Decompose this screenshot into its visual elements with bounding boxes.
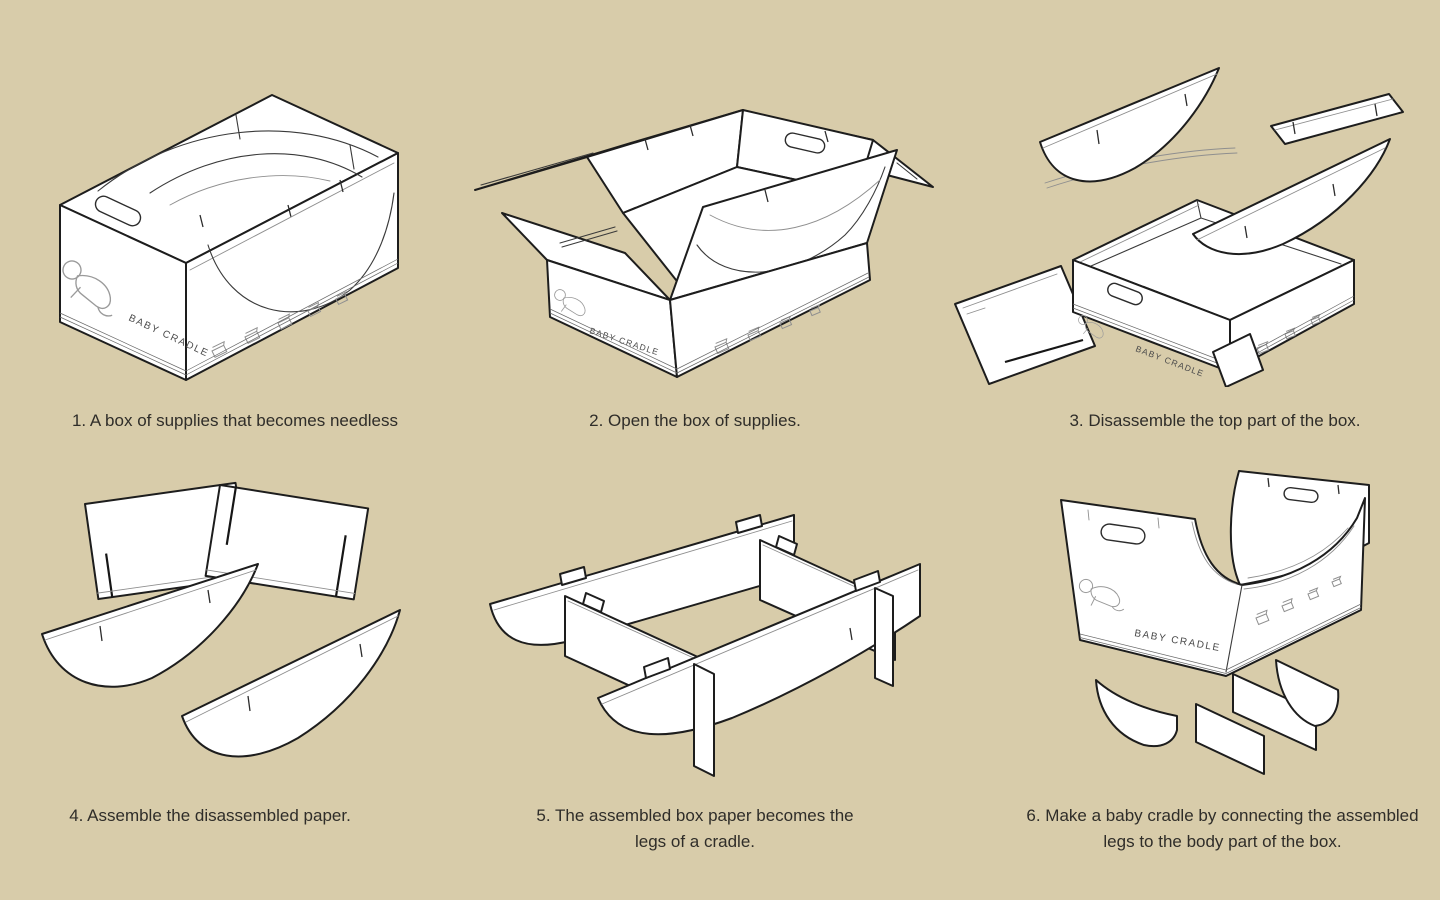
step1-illustration: BABY CRADLE [59,94,399,381]
caption-step-1: 1. A box of supplies that becomes needle… [71,411,399,430]
front-right-wall [669,242,871,378]
rocker-panel-c [41,563,259,688]
closed-box: BABY CRADLE [59,94,399,381]
baby-illustration [1078,315,1104,339]
assembly-icons [1256,313,1321,355]
handle-cutout [1283,486,1319,504]
corrugated-edge [1072,295,1355,369]
handle-cutout [94,195,142,227]
assembly-icons [211,290,349,358]
caption-step-5: 5. The assembled box paper becomes the l… [536,806,854,851]
cradle-body: BABY CRADLE [1060,497,1366,677]
baby-illustration [62,260,113,317]
back-rocker [489,514,795,646]
caption-step-4: 4. Assemble the disassembled paper. [69,806,351,825]
flap-die-cut-lines [696,166,886,273]
flat-panel-right [1270,93,1404,145]
caption-step-3: 3. Disassemble the top part of the box. [1069,411,1361,430]
caption-step-6: 6. Make a baby cradle by connecting the … [1026,806,1419,851]
caption-step-2: 2. Open the box of supplies. [589,411,801,430]
step2-illustration: BABY CRADLE [474,109,934,378]
corrugated-edge [59,258,399,376]
baby-illustration [554,289,586,317]
step6-illustration: BABY CRADLE [1060,470,1370,775]
handle-cutout [1100,523,1146,545]
rocker-panel-d [181,609,401,758]
handle-cutout [1107,282,1143,306]
finished-cradle: BABY CRADLE [1060,470,1370,775]
corrugated-edge [1079,603,1362,674]
hanging-flap [1212,333,1264,387]
curved-side-panel-left [1039,67,1220,183]
assembly-icons [1255,575,1342,626]
open-box: BABY CRADLE [474,109,934,378]
step3-illustration: BABY CRADLE [954,67,1404,387]
corrugated-edge [549,272,870,374]
assembly-icons [714,303,821,355]
step4-illustration [41,481,401,758]
cross-panel-tips [693,587,894,777]
step5-illustration [489,514,921,777]
handle-cutout [784,132,826,154]
flat-panel-left [954,265,1096,385]
baby-illustration [1078,578,1125,612]
curved-side-panel-right [1192,138,1391,255]
assembled-legs [489,514,921,777]
cradle-legs [1095,659,1340,775]
disassembled-box: BABY CRADLE [954,67,1404,387]
lid-die-cut-lines [97,114,379,228]
loose-panels [41,481,401,758]
